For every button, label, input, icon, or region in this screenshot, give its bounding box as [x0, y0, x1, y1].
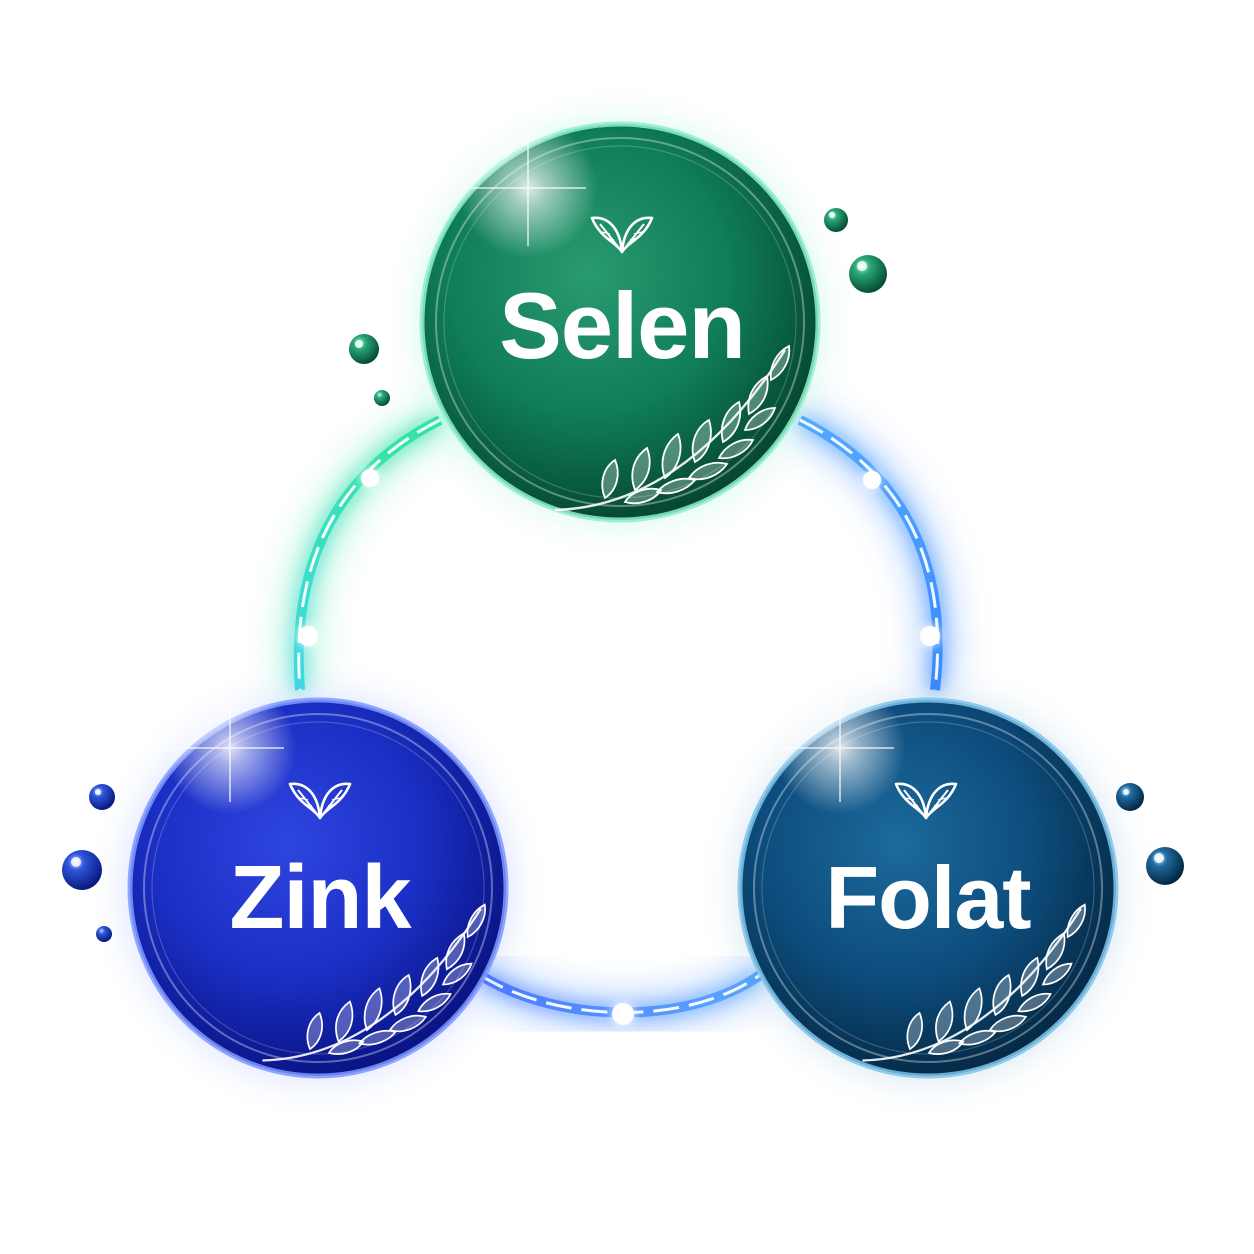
water-droplet-icon [849, 255, 887, 293]
connector-selen-zink [281, 404, 448, 692]
connector-node-dot [612, 1003, 634, 1025]
connector-node-dot [863, 471, 881, 489]
droplets [62, 208, 1184, 942]
water-droplet-icon [96, 926, 112, 942]
water-droplet-icon [1146, 847, 1184, 885]
water-droplet-icon [1116, 783, 1144, 811]
node-zink: Zink [126, 682, 510, 1080]
connector-node-dot [298, 626, 318, 646]
node-selen: Selen [418, 118, 822, 524]
water-droplet-icon [349, 334, 379, 364]
water-droplet-icon [824, 208, 848, 232]
connector-selen-folat [792, 404, 955, 692]
node-folat-label: Folat [825, 848, 1031, 947]
cycle-connector [281, 404, 955, 1030]
node-zink-label: Zink [229, 848, 412, 948]
water-droplet-icon [374, 390, 390, 406]
water-droplet-icon [89, 784, 115, 810]
connector-node-dot [361, 469, 379, 487]
connector-node-dot [920, 626, 940, 646]
water-droplet-icon [62, 850, 102, 890]
node-folat: Folat [736, 682, 1120, 1080]
node-selen-label: Selen [499, 273, 745, 378]
